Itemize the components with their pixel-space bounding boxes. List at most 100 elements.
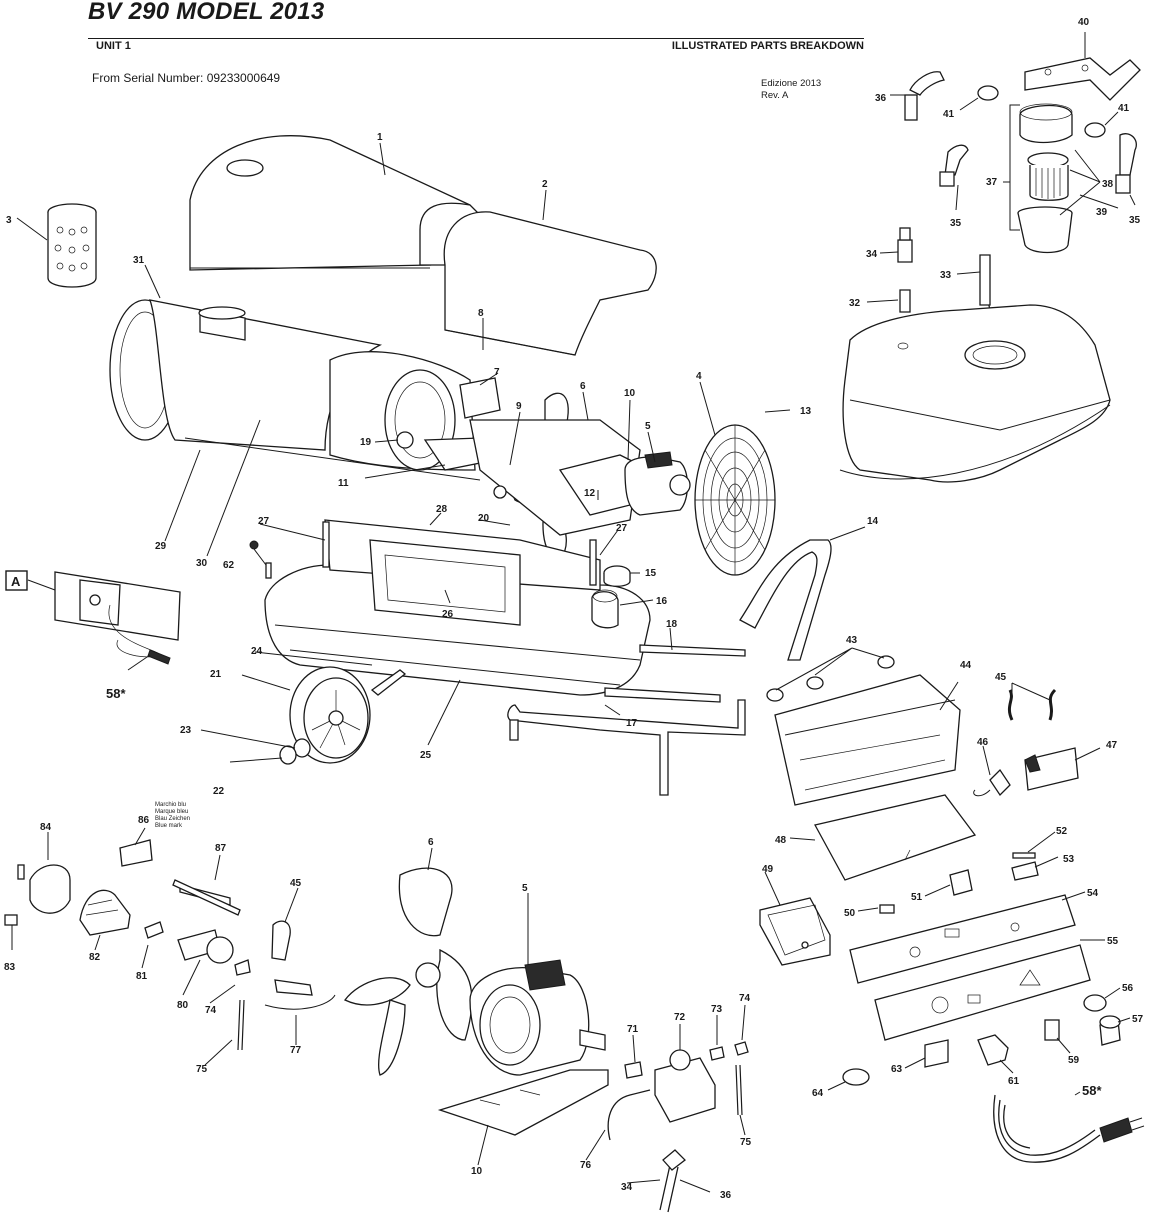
thermostat-part [949, 869, 973, 896]
label-part-43: 43 [846, 635, 858, 646]
label-part-16: 16 [656, 596, 668, 607]
gasket-rings-part [766, 655, 895, 702]
frame-rail-part [507, 644, 746, 796]
electrode-part [172, 879, 241, 916]
edition-line: Edizione 2013 [761, 78, 822, 89]
label-part-13: 13 [800, 406, 812, 417]
label-part-53: 53 [1063, 854, 1075, 865]
label-part-59: 59 [1068, 1055, 1080, 1066]
label-part-55: 55 [1107, 936, 1119, 947]
label-part-8: 8 [478, 308, 484, 319]
label-part-49: 49 [762, 864, 774, 875]
label-part-58-right: 58* [1082, 1083, 1102, 1098]
filter-bowl-part [1017, 206, 1073, 254]
label-part-27-left: 27 [258, 516, 270, 527]
label-part-28: 28 [436, 504, 448, 515]
label-part-61: 61 [1008, 1076, 1020, 1087]
label-part-10-bottom: 10 [471, 1166, 483, 1177]
label-part-54: 54 [1087, 888, 1099, 899]
electrical-box-part [774, 674, 961, 806]
label-part-29: 29 [155, 541, 167, 552]
label-part-52: 52 [1056, 826, 1068, 837]
control-panel-a-part [54, 571, 181, 665]
label-part-45: 45 [995, 672, 1007, 683]
loose-motor-part [469, 959, 606, 1076]
nozzle-holder-part [177, 929, 251, 976]
label-part-46: 46 [977, 737, 989, 748]
filler-neck-part [591, 589, 619, 629]
label-part-11: 11 [338, 478, 349, 489]
blue-mark-note-de: Blau Zeichen [155, 816, 190, 822]
label-part-3: 3 [6, 215, 12, 226]
label-part-35-right: 35 [1129, 215, 1141, 226]
label-part-86: 86 [138, 815, 150, 826]
label-part-62: 62 [223, 560, 235, 571]
label-part-58-left: 58* [106, 686, 126, 701]
label-part-75-left: 75 [196, 1064, 208, 1075]
photocell-part [119, 839, 153, 867]
label-part-75-right: 75 [740, 1137, 752, 1148]
fuel-hose-part [237, 920, 336, 1051]
label-part-74-right: 74 [739, 993, 751, 1004]
combustion-chamber-part [109, 299, 481, 481]
label-part-77: 77 [290, 1045, 302, 1056]
label-part-21: 21 [210, 669, 222, 680]
label-part-71: 71 [627, 1024, 639, 1035]
label-part-45-bottom: 45 [290, 878, 302, 889]
fan-guard-part [694, 424, 776, 576]
label-part-7: 7 [494, 367, 500, 378]
blue-mark-note-en: Blue mark [155, 823, 183, 829]
label-part-72: 72 [674, 1012, 686, 1023]
panel-plate-part [874, 944, 1091, 1041]
ignition-transformer-part [1024, 747, 1079, 791]
label-part-48: 48 [775, 835, 787, 846]
sensor-plug-part [249, 540, 272, 579]
hose-bracket-part [1007, 688, 1057, 721]
cable-gland-part [1083, 994, 1121, 1046]
label-part-83: 83 [4, 962, 16, 973]
label-part-41-left: 41 [943, 109, 955, 120]
label-part-24: 24 [251, 646, 263, 657]
label-part-30: 30 [196, 558, 208, 569]
tank-support-part [322, 519, 601, 626]
header-rule [88, 38, 864, 39]
label-part-82: 82 [89, 952, 101, 963]
filter-bracket-part [1024, 57, 1141, 101]
label-part-6: 6 [580, 381, 586, 392]
serial-number-text: From Serial Number: 09233000649 [92, 71, 281, 85]
nozzle-part [144, 921, 164, 939]
filler-cap-part [603, 565, 631, 587]
label-part-80: 80 [177, 1000, 189, 1011]
filter-element-part [1027, 152, 1069, 201]
label-part-56: 56 [1122, 983, 1134, 994]
power-cord-part [993, 1094, 1145, 1163]
label-part-10: 10 [624, 388, 636, 399]
axle-part [370, 669, 407, 696]
label-part-81: 81 [136, 971, 148, 982]
label-part-41-right: 41 [1118, 103, 1130, 114]
filter-head-part [1019, 103, 1073, 144]
label-part-14: 14 [867, 516, 879, 527]
label-part-57: 57 [1132, 1014, 1144, 1025]
fitting-nipple-part [897, 85, 1106, 263]
label-part-35-left: 35 [950, 218, 962, 229]
label-part-37: 37 [986, 177, 998, 188]
fitting-elbow-part [904, 71, 1137, 194]
label-part-36-bottom: 36 [720, 1190, 732, 1201]
label-part-5: 5 [645, 421, 651, 432]
label-part-64: 64 [812, 1088, 824, 1099]
label-part-36: 36 [875, 93, 887, 104]
label-part-9: 9 [516, 401, 522, 412]
label-part-33: 33 [940, 270, 952, 281]
loose-motor-bracket-part [437, 1069, 609, 1136]
burner-head-part [4, 864, 131, 936]
label-part-18: 18 [666, 619, 678, 630]
label-part-17: 17 [626, 718, 638, 729]
label-part-2: 2 [542, 179, 548, 190]
handle-part [739, 539, 832, 661]
label-part-26: 26 [442, 609, 454, 620]
wheel-washer-part [279, 738, 311, 765]
label-part-44: 44 [960, 660, 972, 671]
label-part-34-bottom: 34 [621, 1182, 633, 1193]
callout-box-a: A [5, 570, 28, 591]
